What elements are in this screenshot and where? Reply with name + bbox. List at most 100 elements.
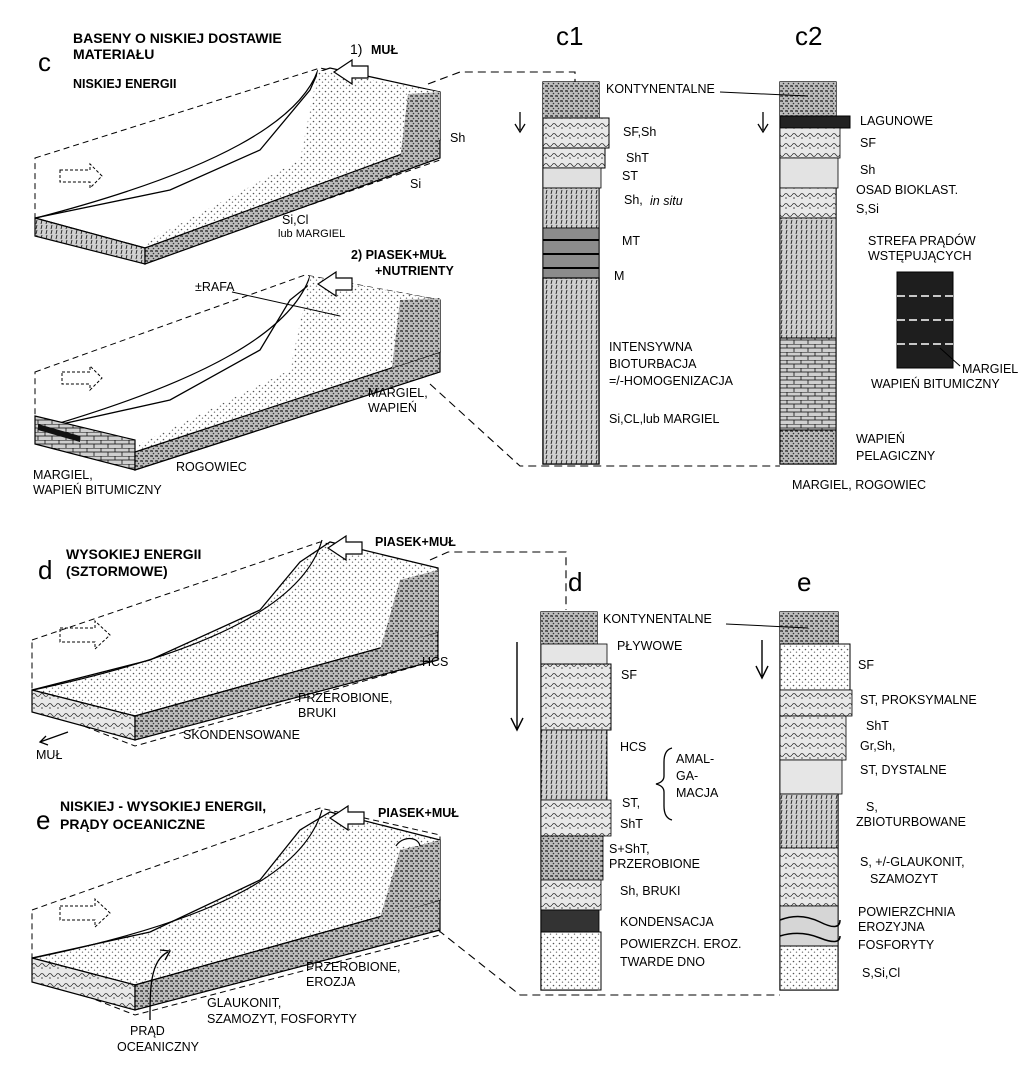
- block-c2-slope-face: [135, 276, 440, 452]
- rogowiec-label: ROGOWIEC: [176, 460, 247, 474]
- block-e-diagram: [31, 804, 441, 1021]
- panel-e-title-2: PRĄDY OCEANICZNE: [60, 816, 206, 832]
- inset-label-1: MARGIEL: [962, 362, 1019, 376]
- block-c1-slope-face: [145, 70, 440, 248]
- col-e-title: e: [797, 567, 812, 597]
- d-label-8: Sh, BRUKI: [620, 884, 681, 898]
- c2-left-label-2: WAPIEŃ BITUMICZNY: [33, 483, 162, 497]
- c2-margiel-label-2: WAPIEŃ: [368, 401, 417, 415]
- c1-label-9: =/-HOMOGENIZACJA: [609, 374, 733, 388]
- c1-in-situ: in situ: [650, 194, 683, 208]
- c1-bottom-label-2: lub MARGIEL: [278, 228, 346, 240]
- d-label-0: KONTYNENTALNE: [603, 612, 712, 626]
- d-mul-label: MUŁ: [36, 748, 63, 762]
- c1-label-1: SF,Sh: [623, 125, 657, 139]
- e-prad-1: PRĄD: [130, 1024, 165, 1038]
- mul-input-arrow: [332, 58, 369, 86]
- d-label-3: HCS: [620, 740, 647, 754]
- c1-input-label: MUŁ: [371, 43, 399, 57]
- d-label-5: ShT: [620, 817, 643, 831]
- ocean-current-arrow: [149, 951, 169, 1021]
- inset-title-1: STREFA PRĄDÓW: [868, 234, 976, 248]
- e-label-1: ST, PROKSYMALNE: [860, 693, 977, 707]
- c1-bottom-label-1: Si,Cl: [282, 213, 309, 227]
- panel-c-subtitle: NISKIEJ ENERGII: [73, 77, 177, 91]
- panel-d-title-1: WYSOKIEJ ENERGII: [66, 546, 202, 562]
- e-przerobione-2: EROZJA: [306, 975, 356, 989]
- c2-label-1: SF: [860, 136, 876, 150]
- c2-input-label-1: 2) PIASEK+MUŁ: [351, 248, 447, 262]
- c1-label-2: ShT: [626, 151, 649, 165]
- block-e-side-face: [134, 899, 441, 1011]
- c1-label-5: MT: [622, 234, 641, 248]
- block-d-side-face: [134, 631, 439, 741]
- e-label-4: ST, DYSTALNE: [860, 763, 947, 777]
- piasek-input-arrow-c2: [316, 270, 353, 298]
- c2-margiel-label-1: MARGIEL,: [368, 386, 428, 400]
- c2-input-label-2: +NUTRIENTY: [375, 264, 454, 278]
- c2-left-label-1: MARGIEL,: [33, 468, 93, 482]
- d-input-label: PIASEK+MUŁ: [375, 535, 456, 549]
- c1-si-label: Si: [410, 177, 422, 191]
- col-c1-title: c1: [556, 21, 584, 51]
- block-c2-side-face: [134, 351, 441, 471]
- e-label-0: SF: [858, 658, 874, 672]
- c1-label-3: ST: [622, 169, 638, 183]
- inset-title-2: WSTĘPUJĄCYCH: [868, 249, 972, 263]
- panel-c-title-2: MATERIAŁU: [73, 46, 155, 62]
- d-label-6: S+ShT,: [609, 842, 650, 856]
- e-input-label: PIASEK+MUŁ: [378, 806, 459, 820]
- d-label-4: ST,: [622, 796, 641, 810]
- block-c1-side-face: [144, 139, 441, 265]
- c1-label-4: Sh,: [624, 193, 643, 207]
- c2-label-7: MARGIEL, ROGOWIEC: [792, 478, 927, 492]
- d-przerobione-1: PRZEROBIONE,: [298, 691, 393, 705]
- amal-3: MACJA: [676, 786, 719, 800]
- panel-c-title-1: BASENY O NISKIEJ DOSTAWIE: [73, 30, 282, 46]
- d-label-1: PŁYWOWE: [617, 639, 683, 653]
- column-c1: [514, 81, 610, 465]
- e-label-11: FOSFORYTY: [858, 938, 935, 952]
- column-d: [510, 611, 612, 991]
- c1-input-num: 1): [350, 41, 363, 57]
- d-przerobione-2: BRUKI: [298, 706, 337, 720]
- e-label-8: SZAMOZYT: [870, 872, 939, 886]
- e-label-12: S,Si,Cl: [862, 966, 901, 980]
- c1-sh-label: Sh: [450, 131, 466, 145]
- c2-label-4: S,Si: [856, 202, 879, 216]
- e-label-7: S, +/-GLAUKONIT,: [860, 855, 965, 869]
- c2-label-3: OSAD BIOKLAST.: [856, 183, 959, 197]
- c1-label-0: KONTYNENTALNE: [606, 82, 715, 96]
- c1-label-7: INTENSYWNA: [609, 340, 693, 354]
- c1-label-6: M: [614, 269, 625, 283]
- upwelling-inset: [896, 271, 961, 369]
- e-label-10: EROZYJNA: [858, 920, 925, 934]
- column-c2: [757, 81, 851, 465]
- c1-label-10: Si,CL,lub MARGIEL: [609, 412, 720, 426]
- block-d-diagram: [31, 534, 439, 747]
- d-hcs-label: HCS: [422, 655, 449, 669]
- col-d-title: d: [568, 567, 583, 597]
- block-c1-diagram: [34, 58, 441, 265]
- e-label-5: S,: [866, 800, 878, 814]
- e-label-9: POWIERZCHNIA: [858, 905, 956, 919]
- column-e: [755, 611, 853, 991]
- col-c2-title: c2: [795, 21, 823, 51]
- d-label-7: PRZEROBIONE: [609, 857, 700, 871]
- block-c2-diagram: [34, 270, 441, 471]
- e-glaukonit-2: SZAMOZYT, FOSFORYTY: [207, 1012, 357, 1026]
- c2-label-5: WAPIEŃ: [856, 432, 905, 446]
- c2-label-6: PELAGICZNY: [856, 449, 936, 463]
- d-label-11: TWARDE DNO: [620, 955, 705, 969]
- c1-label-8: BIOTURBACJA: [609, 357, 697, 371]
- d-skondensowane: SKONDENSOWANE: [183, 728, 300, 742]
- panel-d-letter: d: [38, 555, 53, 585]
- piasek-input-arrow-d: [326, 534, 363, 562]
- amal-2: GA-: [676, 769, 699, 783]
- d-label-2: SF: [621, 668, 637, 682]
- e-przerobione-1: PRZEROBIONE,: [306, 960, 401, 974]
- d-label-9: KONDENSACJA: [620, 915, 714, 929]
- amal-1: AMAL-: [676, 752, 715, 766]
- e-label-6: ZBIOTURBOWANE: [856, 815, 966, 829]
- d-label-10: POWIERZCH. EROZ.: [620, 937, 742, 951]
